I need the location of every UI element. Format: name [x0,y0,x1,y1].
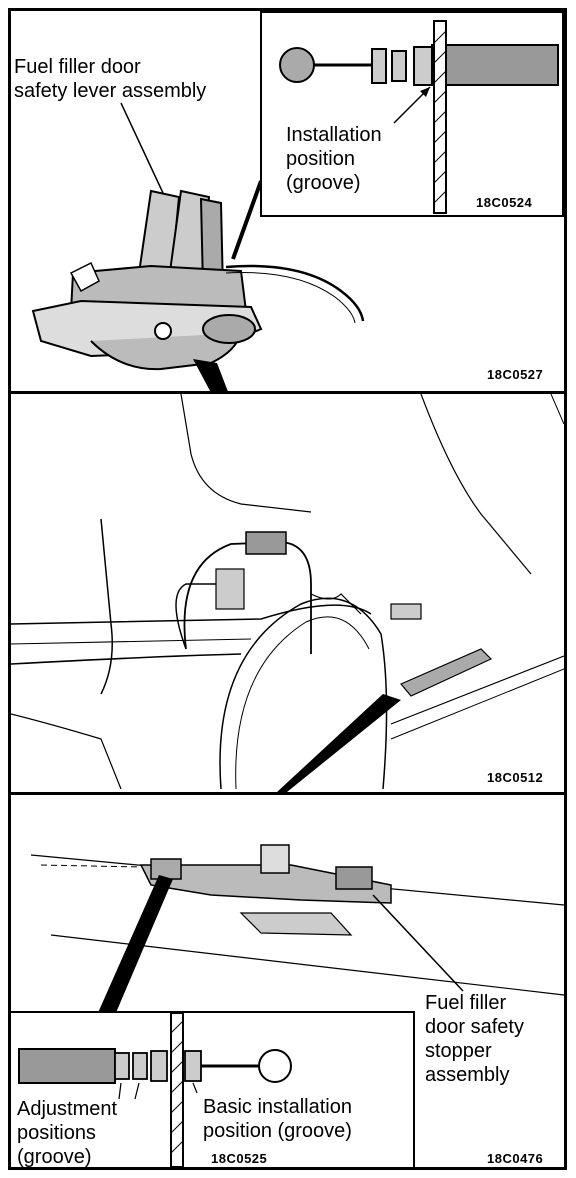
adjustment-groove-drawing [18,1013,292,1167]
separator-2 [11,792,564,795]
adjustment-position-inset: Adjustment positions (groove) Basic inst… [11,1011,415,1168]
diagram-frame: Fuel filler door safety lever assembly [8,8,567,1170]
inset-figure-code: 18C0524 [476,195,533,210]
adjustment-positions-label: Adjustment positions (groove) [17,1098,118,1168]
lever-assembly-drawing [31,102,365,391]
panel-stopper-assembly: Fuel filler door safety stopper assembly [11,795,564,1168]
stopper-assembly-label: Fuel filler door safety stopper assembly [425,992,524,1086]
lever-assembly-label: Fuel filler door safety lever assembly [14,56,207,102]
inset-figure-code-2: 18C0525 [211,1151,268,1166]
panel3-figure-code: 18C0476 [487,1151,544,1166]
separator-1 [11,391,564,394]
installation-groove-drawing [279,20,559,214]
panel2-figure-code: 18C0512 [487,770,544,785]
vehicle-rear-drawing [11,394,564,792]
basic-installation-label: Basic installation position (groove) [203,1096,352,1142]
panel-vehicle-view: 18C0512 [11,394,564,792]
panel-lever-assembly: Fuel filler door safety lever assembly [11,11,564,391]
installation-position-inset: Installation position (groove) 18C0524 [260,11,564,217]
stopper-assembly-drawing [30,844,564,1015]
installation-position-label: Installation position (groove) [286,124,382,194]
panel1-figure-code: 18C0527 [487,367,544,382]
